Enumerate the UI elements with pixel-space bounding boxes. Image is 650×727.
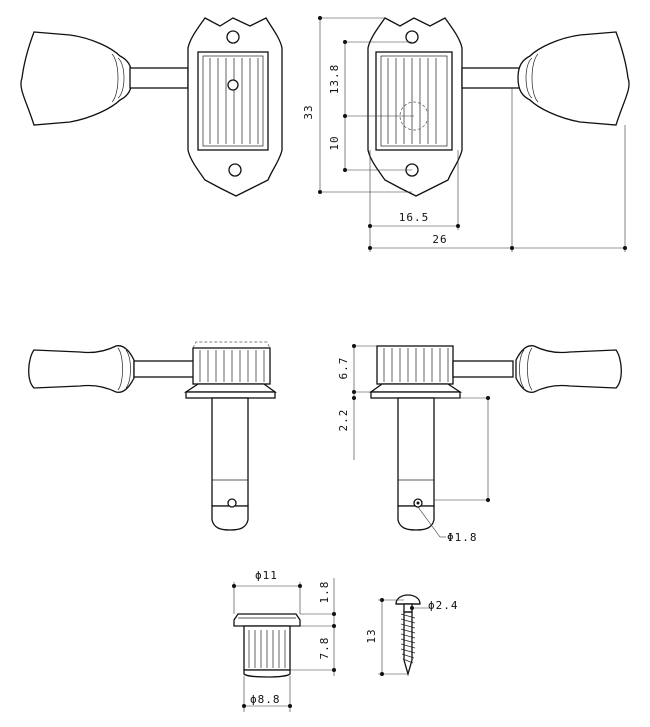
- dim-label-2-2: 2.2: [337, 409, 350, 432]
- dim-label-6-7: 6.7: [337, 357, 350, 380]
- tuner-side-view-right: [369, 345, 622, 531]
- dim-label-10: 10: [328, 135, 341, 150]
- tuner-front-view-right: [367, 17, 630, 197]
- tuner-front-view-left: [20, 17, 283, 197]
- dim-label-33: 33: [302, 104, 315, 119]
- dim-label-inner-diameter: ϕ8.8: [250, 693, 281, 706]
- dimension-lines-top: [318, 16, 627, 252]
- dim-label-26: 26: [432, 233, 447, 246]
- dim-label-outer-diameter: ϕ11: [255, 569, 278, 582]
- dim-label-13-8: 13.8: [328, 64, 341, 95]
- dimension-lines-middle: [352, 344, 490, 538]
- dim-label-1-8: 1.8: [318, 581, 331, 604]
- dim-label-hole-diameter: Φ1.8: [447, 531, 478, 544]
- dim-label-13: 13: [365, 628, 378, 643]
- dimension-lines-screw: [378, 598, 430, 676]
- screw-part: [395, 594, 421, 677]
- dimension-lines-bushing: [232, 578, 336, 712]
- dim-label-7-8: 7.8: [318, 637, 331, 660]
- bushing-part: [233, 613, 301, 678]
- dim-label-16-5: 16.5: [399, 211, 430, 224]
- dim-label-screw-head: ϕ2.4: [428, 599, 459, 612]
- tuner-side-view-left: [28, 341, 277, 531]
